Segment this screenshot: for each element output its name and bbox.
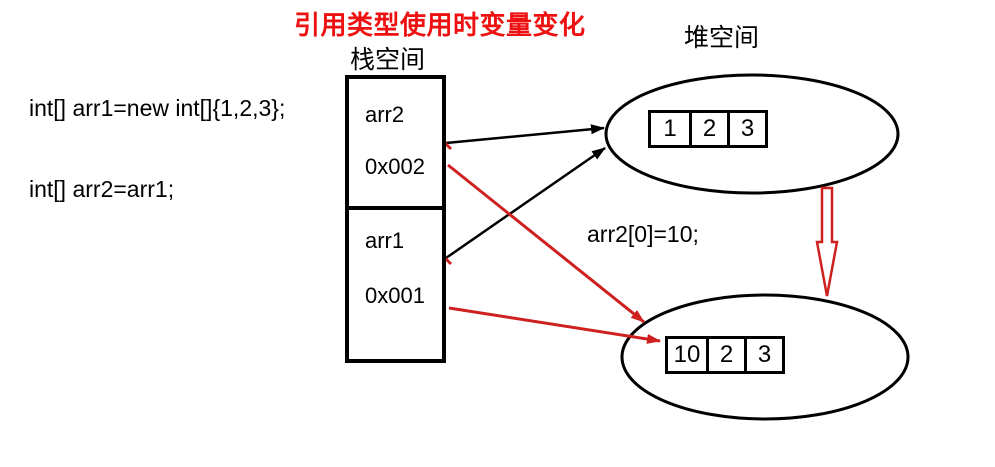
array-cell: 3 (744, 339, 782, 371)
variable-address: 0x002 (365, 154, 425, 179)
arrow-arr2-to-original (445, 124, 605, 145)
array-cell: 3 (727, 113, 765, 145)
stack-slot-arr1: arr1 0x001 (349, 210, 442, 359)
variable-address: 0x001 (365, 283, 425, 308)
variable-name: arr1 (365, 228, 405, 253)
array-cell: 2 (689, 113, 727, 145)
arrow-arr1-to-original (445, 146, 606, 260)
array-cell: 2 (706, 339, 744, 371)
heap-space-label: 堆空间 (684, 24, 760, 52)
heap-array-modified: 10 2 3 (665, 336, 785, 374)
array-cell: 1 (663, 115, 677, 142)
heap-ellipse-original (604, 73, 900, 195)
code-line-assignment: arr2[0]=10; (587, 221, 699, 247)
code-line-declare-arr1: int[] arr1=new int[]{1,2,3}; (29, 95, 286, 121)
variable-name: arr2 (365, 102, 405, 127)
stack-space-label: 栈空间 (350, 46, 426, 74)
heap-ellipse-modified (620, 293, 910, 421)
hollow-arrow-original-to-modified (815, 186, 839, 297)
heap-array-original: 1 2 3 (648, 110, 768, 148)
red-arrow-arr1-to-modified (448, 306, 661, 344)
diagram-title: 引用类型使用时变量变化 (294, 10, 586, 40)
stack-slot-arr2: arr2 0x002 (349, 79, 442, 210)
stack-space-box: arr2 0x002 arr1 0x001 (345, 75, 446, 363)
red-arrow-arr2-to-modified (447, 163, 645, 324)
array-cell: 10 (673, 341, 701, 368)
code-line-assign-arr2: int[] arr2=arr1; (29, 176, 175, 202)
